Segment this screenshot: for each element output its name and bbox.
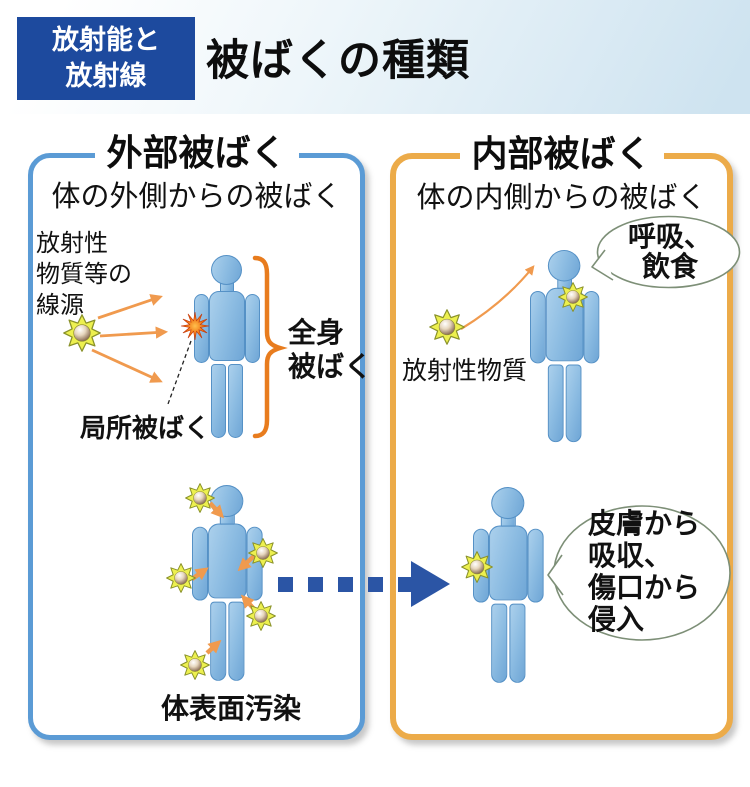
radiation-star-icon	[246, 601, 276, 631]
person-leg-left	[211, 364, 226, 438]
person-arm-left	[530, 290, 546, 364]
radiation-star-icon	[185, 483, 215, 513]
person-arm-right	[527, 528, 544, 603]
header-band: 放射能と 放射線 被ばくの種類	[0, 0, 750, 114]
person-head	[547, 250, 581, 282]
radiation-star-icon	[429, 309, 465, 345]
person-leg-left	[491, 603, 508, 683]
radiation-star-icon	[63, 314, 101, 352]
internal-panel-subtitle: 体の内側からの被ばく	[416, 180, 707, 214]
person-figure-absorption	[473, 487, 544, 683]
person-head	[491, 487, 525, 520]
person-head	[211, 255, 242, 285]
radiation-star-icon	[180, 650, 210, 680]
inhalation-bubble-text: 呼吸、 飲食	[627, 220, 712, 283]
external-exposure-panel: 外部被ばく 体の外側からの被ばく	[28, 131, 365, 740]
person-arm-left	[192, 526, 209, 601]
transfer-arrow-head	[411, 561, 450, 607]
radiation-star-icon	[248, 538, 278, 568]
inhalation-speech-bubble	[591, 215, 741, 289]
person-arm-right	[245, 294, 260, 363]
person-leg-right	[565, 364, 582, 443]
external-panel-subtitle: 体の外側からの被ばく	[51, 179, 342, 213]
page-title: 被ばくの種類	[206, 36, 470, 86]
person-leg-right	[228, 601, 245, 681]
transfer-arrow-dash	[308, 577, 323, 592]
local-exposure-burst-icon	[180, 311, 210, 341]
radioactive-material-label: 放射性物質	[402, 356, 528, 385]
person-arm-right	[583, 290, 600, 364]
person-leg-left	[547, 364, 564, 443]
radiation-star-icon	[166, 563, 196, 593]
person-head	[210, 485, 244, 518]
radiation-star-icon	[558, 282, 588, 312]
external-panel-title: 外部被ばく	[94, 131, 299, 176]
whole-body-exposure-label: 全身 被ばく	[288, 316, 373, 383]
radiation-source-label: 放射性 物質等の 線源	[36, 229, 132, 320]
surface-contamination-label: 体表面汚染	[160, 692, 301, 725]
radiation-star-icon	[461, 551, 493, 583]
person-torso	[208, 523, 247, 599]
transfer-arrow-dash	[368, 577, 383, 592]
internal-panel-title: 内部被ばく	[459, 132, 664, 177]
absorption-bubble-text: 皮膚から 吸収、 傷口から 侵入	[588, 507, 701, 636]
person-torso	[209, 291, 245, 361]
transfer-arrow-dash	[338, 577, 353, 592]
person-torso	[489, 525, 528, 601]
person-leg-left	[210, 601, 227, 681]
topic-badge: 放射能と 放射線	[17, 17, 195, 100]
local-exposure-label: 局所被ばく	[80, 414, 211, 444]
transfer-arrow-dash	[398, 577, 413, 592]
transfer-arrow-dash	[278, 577, 293, 592]
person-leg-right	[228, 364, 243, 438]
person-leg-right	[509, 603, 526, 683]
absorption-speech-bubble	[547, 505, 731, 641]
